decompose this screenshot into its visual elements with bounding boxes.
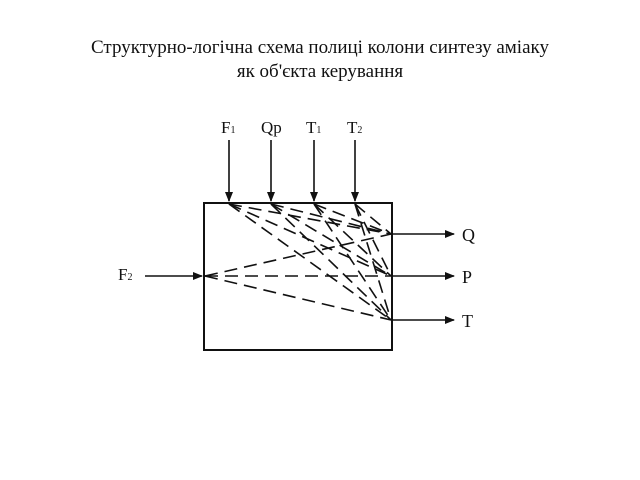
input-label-f1: F1: [221, 118, 235, 137]
dashed-link-t1-t: [313, 203, 392, 321]
dashed-link-t2-p: [354, 203, 392, 277]
dashed-link-t1-q: [313, 203, 392, 235]
dashed-link-qp-p: [270, 203, 392, 277]
input-label-t1: T1: [306, 118, 321, 137]
dashed-link-f1-p: [228, 203, 392, 277]
top-input-arrows: [225, 140, 359, 202]
dashed-link-f2-t: [204, 275, 392, 321]
input-label-t2: T2: [347, 118, 362, 137]
title-line-2: як об'єкта керування: [236, 61, 404, 82]
output-arrows: [392, 230, 455, 324]
output-label-t: T: [462, 311, 473, 331]
input-label-f2: F2: [118, 265, 132, 284]
dashed-link-t2-t: [354, 203, 392, 321]
input-label-qp: Qp: [261, 118, 282, 137]
dashed-link-f2-q: [204, 233, 392, 277]
output-label-p: P: [462, 267, 472, 287]
dashed-link-t1-p: [313, 203, 392, 277]
dashed-link-qp-t: [270, 203, 392, 321]
dashed-link-f1-q: [228, 203, 392, 235]
dashed-link-t2-q: [354, 203, 392, 235]
output-label-q: Q: [462, 225, 475, 245]
page-title: Структурно-логічна схема полиці колони с…: [0, 36, 640, 84]
title-line-1: Структурно-логічна схема полиці колони с…: [91, 37, 549, 58]
dashed-link-f1-t: [228, 203, 392, 321]
dashed-links: [204, 203, 392, 321]
